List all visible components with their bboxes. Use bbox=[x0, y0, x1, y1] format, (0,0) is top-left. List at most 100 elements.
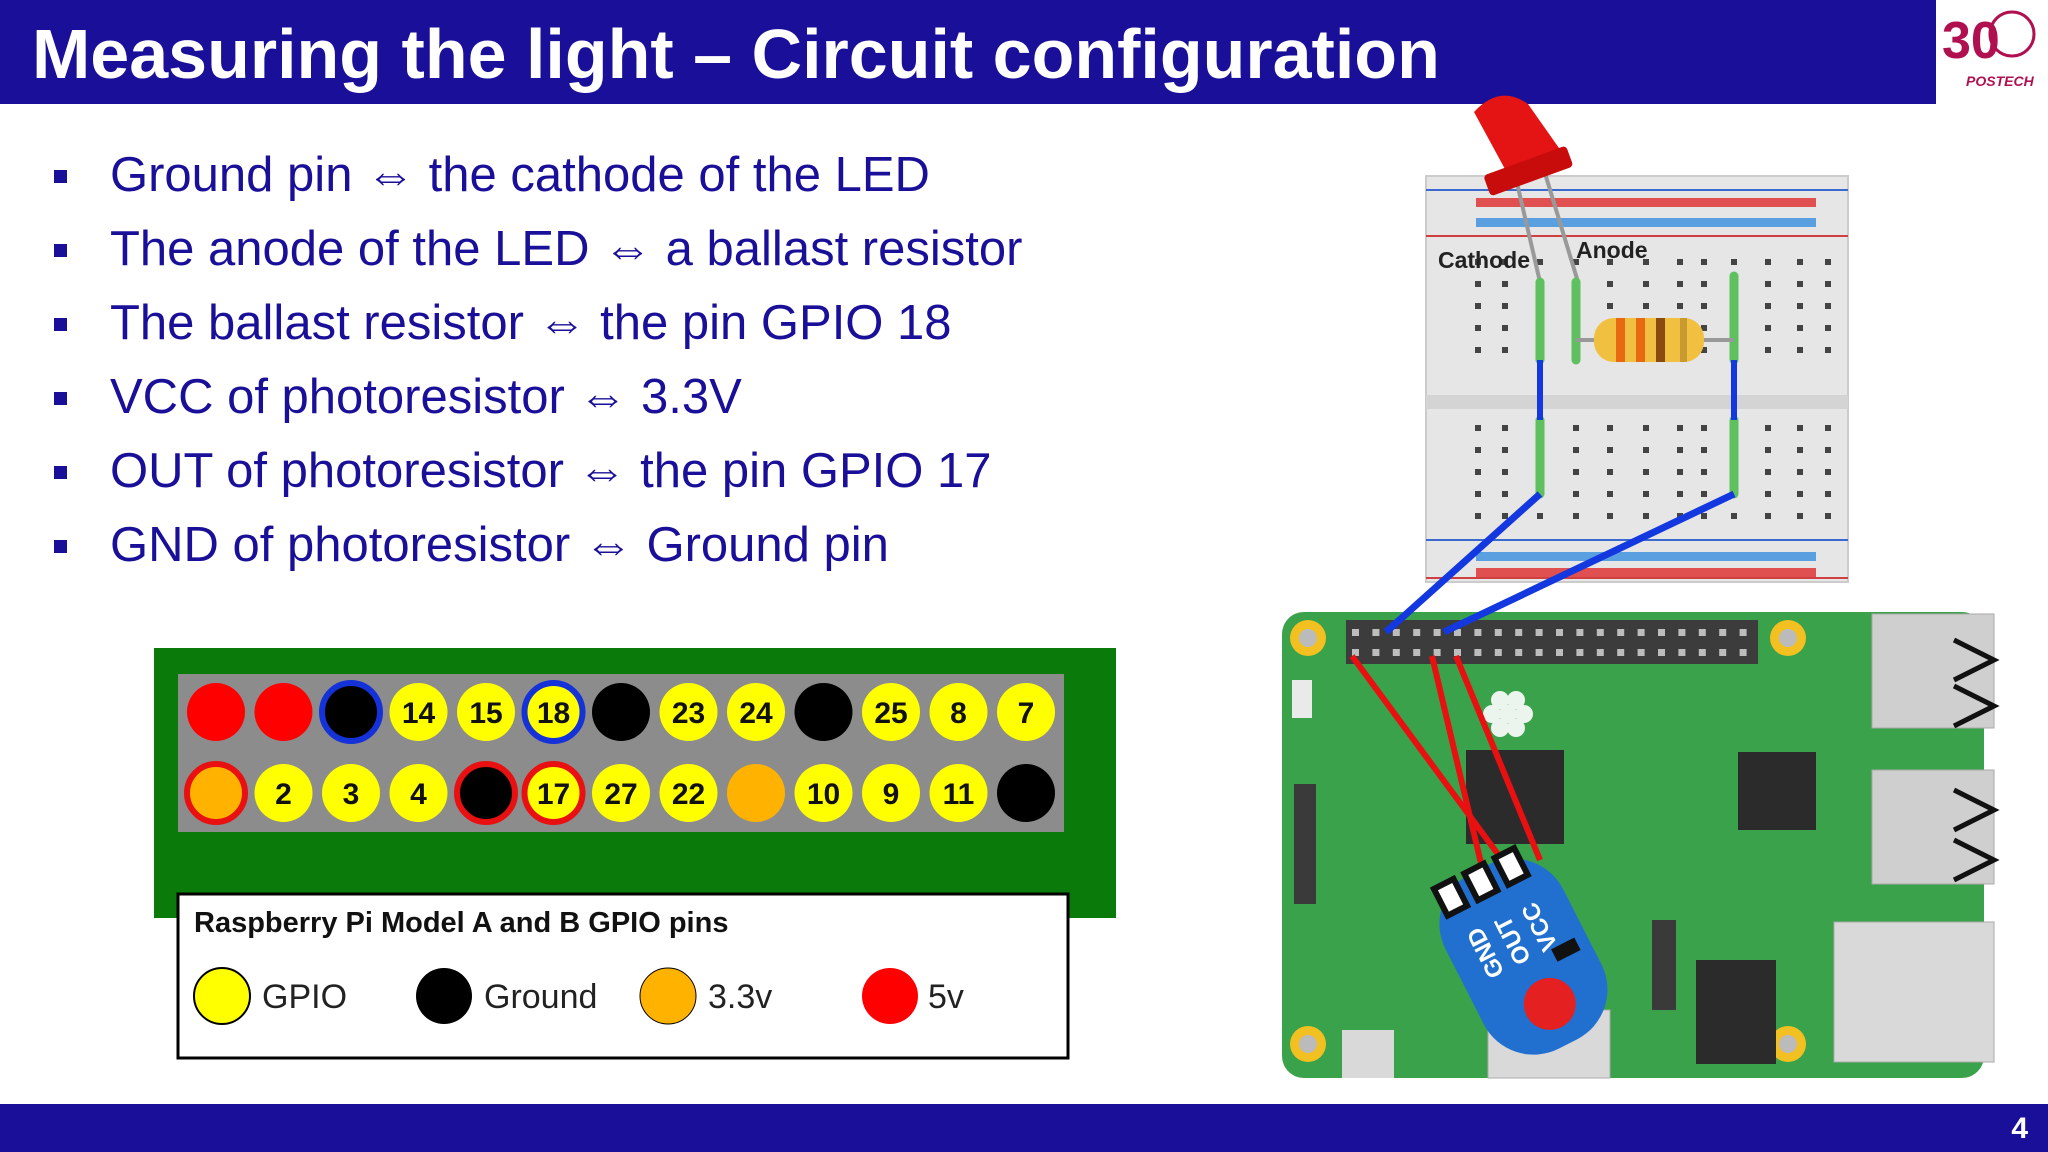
gpio-top-pin: 25 bbox=[862, 683, 920, 741]
gpio-top-pin: 7 bbox=[997, 683, 1055, 741]
gpio-pin-label: 7 bbox=[1018, 697, 1035, 730]
gpio-pin-label: 17 bbox=[537, 778, 570, 811]
gpio-pin-dot bbox=[659, 764, 718, 822]
gpio-pin-dot bbox=[727, 683, 785, 741]
gpio-top-pin bbox=[592, 683, 650, 741]
legend-gpio-swatch bbox=[193, 967, 251, 1025]
gpio-pin-dot bbox=[727, 764, 785, 822]
gpio-bottom-pin: 27 bbox=[592, 764, 650, 822]
gpio-pin-label: 2 bbox=[275, 778, 292, 811]
gpio-pin-dot bbox=[457, 683, 515, 741]
bullet-item: Ground pin ⇔ the cathode of the LED bbox=[52, 140, 1022, 214]
gpio-top-pin: 23 bbox=[659, 683, 718, 741]
gpio-bottom-pin: 22 bbox=[659, 764, 718, 822]
gpio-pin-dot bbox=[454, 761, 518, 825]
bullet-square-icon bbox=[54, 244, 67, 257]
red-wires bbox=[1349, 654, 1543, 878]
gpio-bottom-pin bbox=[727, 764, 785, 822]
resistor-icon bbox=[1576, 318, 1734, 362]
gpio-top-pin bbox=[187, 683, 245, 741]
bullet-text: OUT of photoresistor ⇔ the pin GPIO 17 bbox=[110, 444, 992, 498]
gpio-pin-label: 18 bbox=[537, 697, 570, 730]
gpio-pin-label: 24 bbox=[739, 697, 773, 730]
gpio-bottom-pin: 9 bbox=[862, 764, 920, 822]
gpio-pin-label: 3 bbox=[343, 778, 360, 811]
gpio-bottom-pin: 3 bbox=[322, 764, 380, 822]
bullet-text: The anode of the LED ⇔ a ballast resisto… bbox=[110, 222, 1023, 276]
gpio-pin-label: 23 bbox=[672, 697, 705, 730]
gpio-pin-dot bbox=[929, 764, 988, 822]
gpio-pin-dot bbox=[794, 764, 853, 822]
bullet-square-icon bbox=[54, 466, 67, 479]
gpio-pin-label: 4 bbox=[410, 778, 427, 811]
anode-label: Anode bbox=[1576, 237, 1648, 263]
gpio-pin-dot bbox=[997, 683, 1055, 741]
footer-bar: 4 bbox=[0, 1104, 2048, 1152]
gpio-pin-dot bbox=[254, 683, 313, 741]
gpio-pin-label: 8 bbox=[950, 697, 967, 730]
gpio-pin-dot bbox=[184, 761, 248, 825]
bullet-item: OUT of photoresistor ⇔ the pin GPIO 17 bbox=[52, 436, 1022, 510]
gpio-top-pin: 18 bbox=[521, 680, 586, 744]
gpio-bottom-pin: 11 bbox=[929, 764, 988, 822]
gpio-pin-dot bbox=[794, 683, 853, 741]
blue-wires bbox=[1383, 490, 1736, 636]
gpio-bottom-pin bbox=[184, 761, 248, 825]
usb-chevron-icon bbox=[1952, 637, 2000, 683]
gpio-bottom-pin bbox=[454, 761, 518, 825]
usb-chevron-icon bbox=[1952, 787, 2000, 833]
bullet-item: The anode of the LED ⇔ a ballast resisto… bbox=[52, 214, 1022, 288]
bullet-square-icon bbox=[54, 318, 67, 331]
gpio-pin-dot bbox=[187, 683, 245, 741]
gpio-pin-label: 15 bbox=[469, 697, 502, 730]
gpio-pin-dot bbox=[929, 683, 988, 741]
gpio-pin-dot bbox=[659, 683, 718, 741]
bullet-text: GND of photoresistor ⇔ Ground pin bbox=[110, 518, 889, 572]
legend-3v3-swatch bbox=[639, 967, 697, 1025]
bullet-text: Ground pin ⇔ the cathode of the LED bbox=[110, 148, 930, 202]
legend-ground-swatch bbox=[416, 968, 472, 1024]
legend-5v-label: 5v bbox=[928, 978, 964, 1016]
gpio-top-pin: 8 bbox=[929, 683, 988, 741]
legend-3v3-label: 3.3v bbox=[708, 978, 772, 1016]
bullet-square-icon bbox=[54, 170, 67, 183]
gpio-pin-label: 14 bbox=[402, 697, 436, 730]
title-bar: Measuring the light – Circuit configurat… bbox=[0, 0, 1936, 104]
bullet-list: Ground pin ⇔ the cathode of the LED The … bbox=[52, 140, 1022, 584]
bullet-item: GND of photoresistor ⇔ Ground pin bbox=[52, 510, 1022, 584]
gpio-pin-label: 27 bbox=[604, 778, 637, 811]
photoresistor-module: GND OUT VCC bbox=[1429, 844, 1608, 1055]
gpio-pin-dot bbox=[862, 683, 920, 741]
gpio-bottom-pin: 17 bbox=[521, 761, 586, 825]
logo-text: POSTECH bbox=[1966, 73, 2035, 89]
raspberry-logo-icon bbox=[1483, 691, 1533, 737]
page-number: 4 bbox=[2011, 1112, 2028, 1145]
gpio-top-pin: 15 bbox=[457, 683, 515, 741]
usb-chevron-icon bbox=[1952, 837, 2000, 883]
breadboard-jumpers bbox=[1535, 271, 1739, 499]
gpio-pin-dot bbox=[862, 764, 920, 822]
gpio-pin-dot bbox=[997, 764, 1055, 822]
bullet-text: VCC of photoresistor ⇔ 3.3V bbox=[110, 370, 742, 424]
gpio-top-pin bbox=[319, 680, 383, 744]
postech-logo: 30 POSTECH bbox=[1936, 0, 2048, 104]
bullet-text: The ballast resistor ⇔ the pin GPIO 18 bbox=[110, 296, 952, 350]
gpio-pin-dot bbox=[389, 764, 448, 822]
gpio-pin-dot bbox=[319, 680, 383, 744]
gpio-pin-label: 25 bbox=[874, 697, 907, 730]
gpio-pin-dot bbox=[521, 761, 586, 825]
bullet-square-icon bbox=[54, 540, 67, 553]
breadboard-blue-links bbox=[1537, 360, 1737, 420]
cathode-label: Cathode bbox=[1438, 247, 1530, 273]
gpio-legend-box bbox=[176, 892, 1070, 1060]
bullet-item: VCC of photoresistor ⇔ 3.3V bbox=[52, 362, 1022, 436]
legend-ground-label: Ground bbox=[484, 978, 597, 1016]
gpio-pin-dot bbox=[592, 764, 650, 822]
usb-chevron-icon bbox=[1952, 683, 2000, 729]
gpio-bottom-pin: 4 bbox=[389, 764, 448, 822]
gpio-pin-dot bbox=[254, 764, 313, 822]
bullet-square-icon bbox=[54, 392, 67, 405]
